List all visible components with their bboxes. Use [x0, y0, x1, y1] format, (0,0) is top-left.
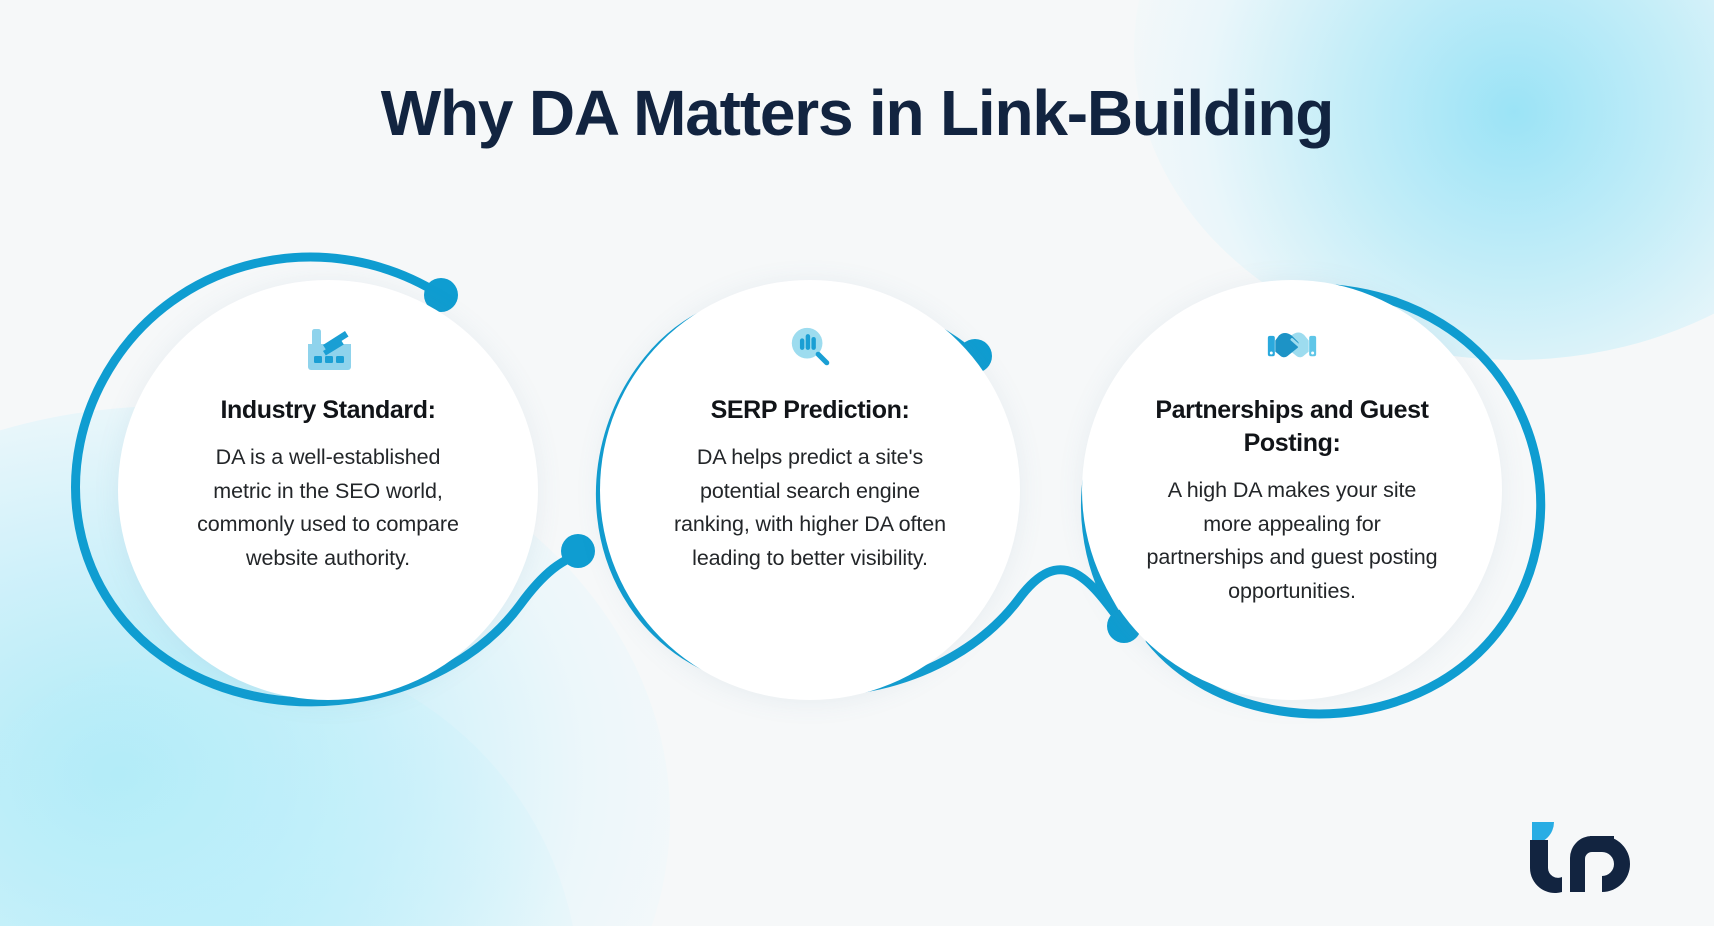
logo-o-bridge	[1590, 836, 1614, 852]
connector-dot-2	[561, 534, 595, 568]
connector-path-1	[71, 252, 583, 707]
card-title: Partnerships and Guest Posting:	[1155, 396, 1429, 457]
card-partnerships-guest-posting: Partnerships and Guest Posting: A high D…	[1082, 280, 1502, 700]
card-serp-prediction: SERP Prediction: DA helps predict a site…	[600, 280, 1020, 700]
logo-accent-arc	[1526, 822, 1554, 844]
logo-n-glyph	[1570, 836, 1592, 892]
card-title: Industry Standard:	[220, 396, 436, 424]
tn-brandmark-logo	[1526, 822, 1630, 893]
card-title: SERP Prediction:	[710, 396, 910, 424]
card-body: DA is a well-established metric in the S…	[197, 445, 459, 570]
connector-dot-1	[424, 278, 458, 312]
logo-t-glyph	[1530, 840, 1562, 893]
card-industry-standard: Industry Standard: DA is a well-establis…	[118, 280, 538, 700]
factory-icon	[302, 322, 354, 372]
search-analytics-icon	[784, 322, 836, 372]
handshake-icon	[1266, 322, 1318, 372]
page-title: Why DA Matters in Link-Building	[380, 77, 1335, 149]
card-body: DA helps predict a site's potential sear…	[674, 445, 946, 570]
card-body: A high DA makes your site more appealing…	[1146, 478, 1438, 603]
